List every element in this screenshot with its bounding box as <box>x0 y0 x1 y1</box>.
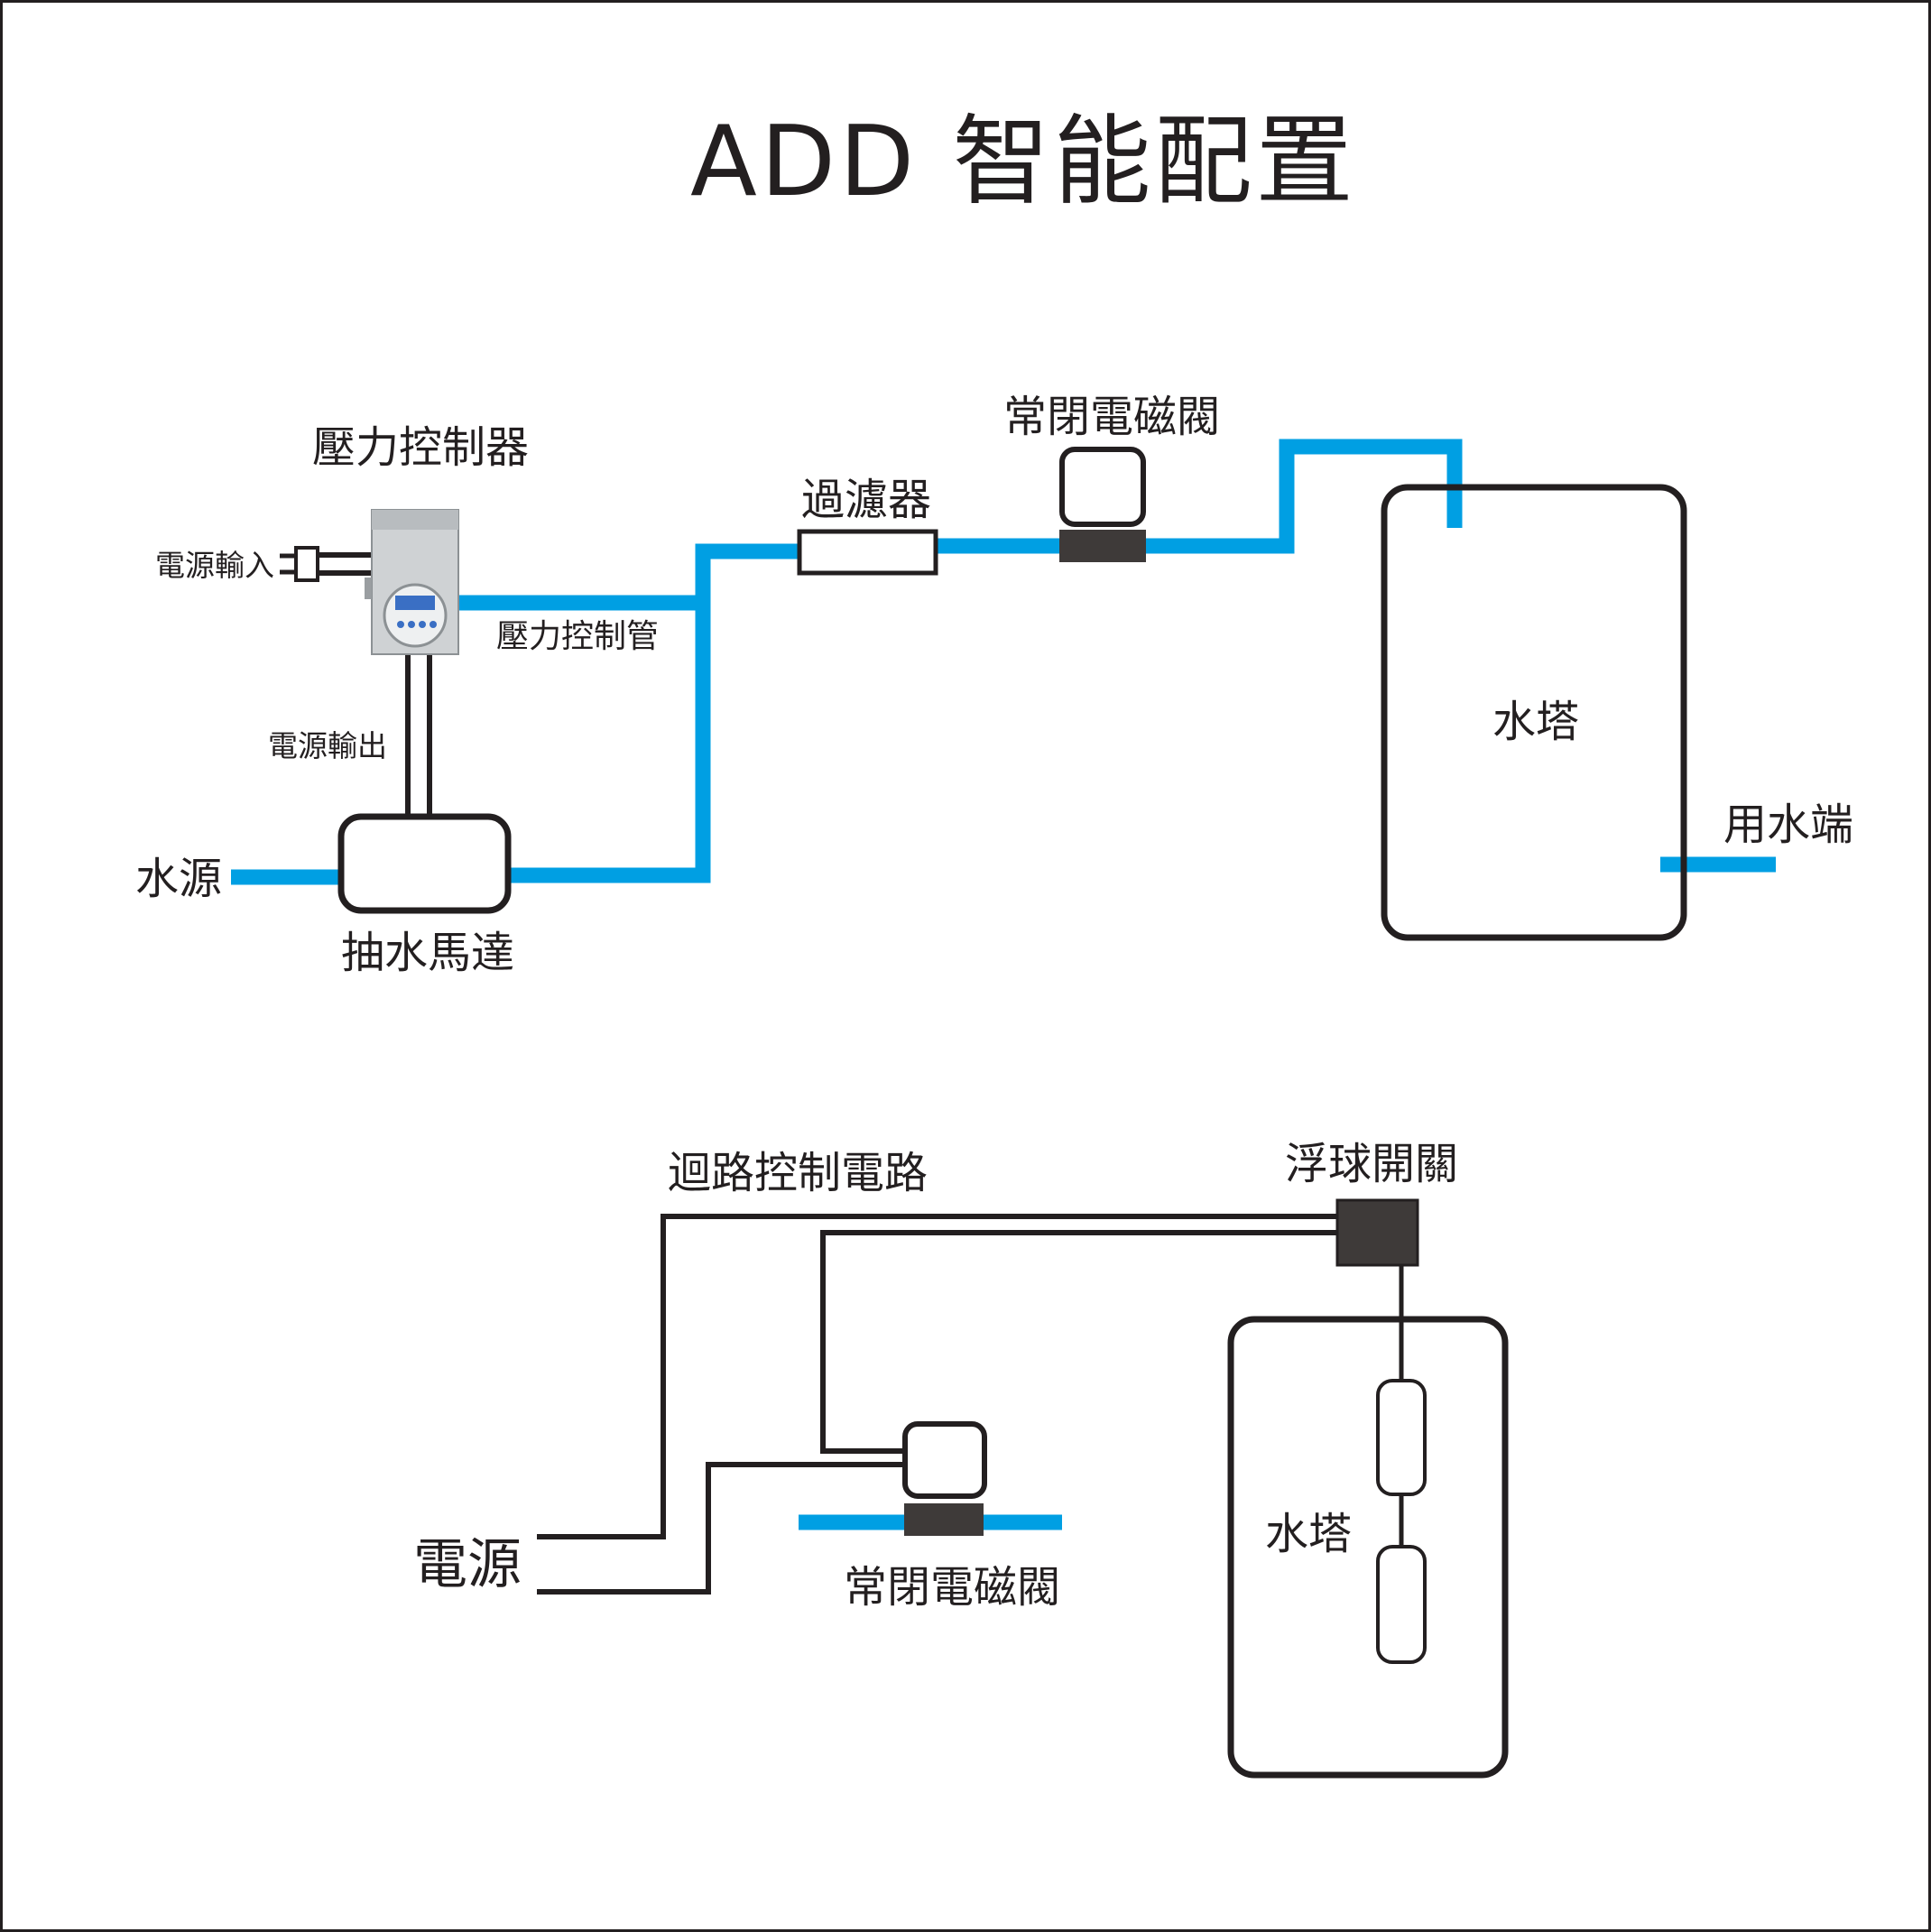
wire-loop-outer <box>537 1214 1337 1539</box>
float-ball-upper-icon <box>1376 1379 1427 1496</box>
pressure-control-pipe-label: 壓力控制管 <box>496 618 660 655</box>
power-input-label: 電源輸入 <box>155 548 274 583</box>
solenoid-valve-bottom-label: 常閉電磁閥 <box>844 1562 1061 1613</box>
power-label: 電源 <box>413 1533 522 1596</box>
loop-control-circuit-label: 迴路控制電路 <box>668 1148 929 1198</box>
wire-power-to-valve <box>537 1462 905 1595</box>
water-tower-label: 水塔 <box>1492 697 1580 747</box>
filter-icon <box>797 529 938 576</box>
water-pipes <box>231 439 1776 885</box>
water-source-label: 水源 <box>135 854 223 904</box>
solenoid-valve-icon <box>1059 447 1146 562</box>
pipe-valve-to-tower <box>1144 439 1463 554</box>
diagram-title: ADD 智能配置 <box>690 106 1357 218</box>
wire-loop-inner <box>820 1230 1337 1454</box>
filter-label: 過濾器 <box>801 475 932 525</box>
pressure-controller-label: 壓力控制器 <box>312 422 530 473</box>
bottom-diagram <box>537 1198 1509 1779</box>
water-tower-icon <box>1381 484 1687 941</box>
water-tower-bottom-icon <box>1227 1316 1509 1779</box>
top-diagram <box>231 439 1776 941</box>
power-output-label: 電源輸出 <box>268 728 387 763</box>
float-ball-lower-icon <box>1376 1545 1427 1664</box>
solenoid-valve-bottom-icon <box>902 1421 987 1536</box>
float-switch-label: 浮球開關 <box>1285 1139 1459 1189</box>
pressure-controller-icon <box>365 509 459 655</box>
water-outlet-label: 用水端 <box>1723 800 1854 850</box>
float-switch-icon <box>1335 1198 1419 1267</box>
power-plug-icon <box>280 546 319 582</box>
power-wires <box>318 552 432 817</box>
pump-motor-label: 抽水馬達 <box>341 928 515 978</box>
solenoid-valve-label: 常閉電磁閥 <box>1003 392 1221 442</box>
pipe-pump-to-filter <box>508 543 799 883</box>
pump-motor-icon <box>337 813 512 914</box>
water-tower-bottom-label: 水塔 <box>1265 1509 1353 1559</box>
